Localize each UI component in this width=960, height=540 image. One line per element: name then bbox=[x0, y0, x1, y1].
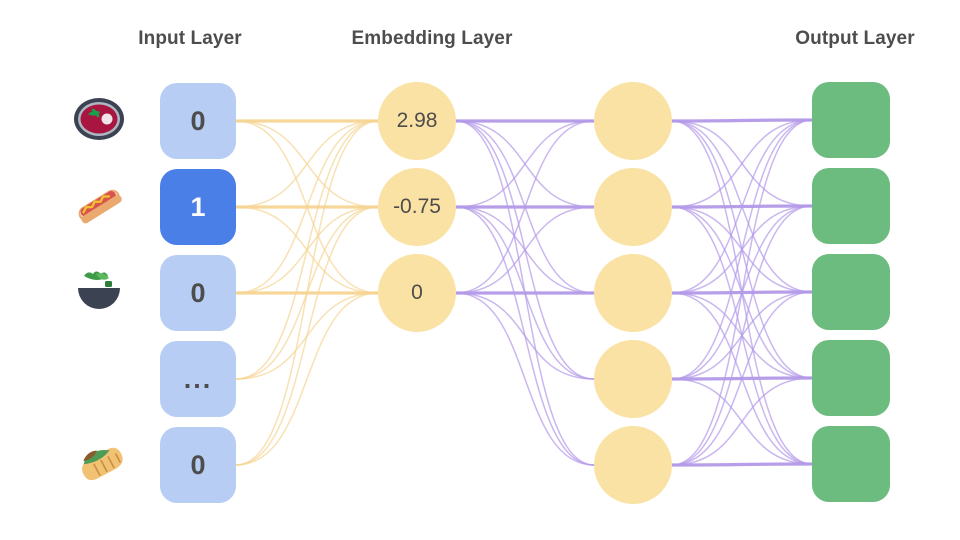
connection-edge bbox=[235, 120, 379, 380]
connection-edge bbox=[671, 119, 813, 466]
hidden-node-4[interactable] bbox=[594, 426, 672, 504]
connection-edge bbox=[455, 120, 595, 208]
connection-edge bbox=[455, 292, 595, 466]
layer-label-output: Output Layer bbox=[795, 28, 915, 49]
connection-edge bbox=[455, 206, 595, 294]
output-node-0[interactable] bbox=[812, 82, 890, 158]
layer-label-embedding: Embedding Layer bbox=[351, 28, 513, 49]
connection-edge bbox=[671, 118, 813, 123]
connection-edge bbox=[671, 462, 813, 467]
hidden-node-1[interactable] bbox=[594, 168, 672, 246]
connection-edge bbox=[671, 206, 813, 293]
connection-edge bbox=[671, 376, 813, 381]
connection-edge bbox=[671, 120, 813, 379]
connection-edge bbox=[235, 120, 379, 294]
input-node-2[interactable]: 0 bbox=[160, 255, 236, 331]
connection-edge bbox=[455, 120, 595, 466]
input-node-1[interactable]: 1 bbox=[160, 169, 236, 245]
connection-edge bbox=[671, 377, 813, 466]
connection-edge bbox=[455, 120, 595, 380]
connection-edge bbox=[671, 290, 813, 295]
salad-bowl-icon bbox=[72, 264, 126, 318]
output-node-4[interactable] bbox=[812, 426, 890, 502]
connection-edge bbox=[235, 206, 379, 380]
connection-edge bbox=[671, 291, 813, 380]
connection-edge bbox=[235, 120, 379, 466]
connection-edge bbox=[235, 120, 379, 208]
connection-edge bbox=[671, 119, 813, 294]
input-node-3[interactable]: ... bbox=[160, 341, 236, 417]
connection-edge bbox=[671, 206, 813, 379]
connection-edge bbox=[671, 205, 813, 380]
input-node-0[interactable]: 0 bbox=[160, 83, 236, 159]
connection-edge bbox=[671, 204, 813, 209]
connection-edge bbox=[671, 292, 813, 465]
connection-edge bbox=[671, 119, 813, 380]
burrito-icon bbox=[72, 436, 126, 490]
connection-edge bbox=[455, 120, 595, 294]
hidden-node-2[interactable] bbox=[594, 254, 672, 332]
connection-edge bbox=[235, 206, 379, 466]
connection-edge bbox=[235, 292, 379, 380]
embedding-node-2[interactable]: 0 bbox=[378, 254, 456, 332]
connection-edge bbox=[235, 292, 379, 466]
connection-edge bbox=[671, 205, 813, 466]
connection-edge bbox=[671, 120, 813, 293]
connection-edge bbox=[671, 206, 813, 465]
connection-edge bbox=[671, 292, 813, 379]
layer-label-input: Input Layer bbox=[138, 28, 242, 49]
connection-edge bbox=[671, 120, 813, 207]
output-node-1[interactable] bbox=[812, 168, 890, 244]
connection-edge bbox=[235, 206, 379, 294]
connection-edge bbox=[455, 120, 595, 208]
embedding-node-0[interactable]: 2.98 bbox=[378, 82, 456, 160]
connection-edge bbox=[455, 206, 595, 294]
connection-edge bbox=[671, 291, 813, 466]
output-node-2[interactable] bbox=[812, 254, 890, 330]
connection-edge bbox=[671, 119, 813, 208]
connection-edge bbox=[671, 120, 813, 465]
connection-edge bbox=[455, 120, 595, 294]
connection-edge bbox=[235, 120, 379, 294]
connection-edge bbox=[455, 206, 595, 466]
hidden-node-0[interactable] bbox=[594, 82, 672, 160]
embedding-node-1[interactable]: -0.75 bbox=[378, 168, 456, 246]
output-node-3[interactable] bbox=[812, 340, 890, 416]
connection-edge bbox=[235, 206, 379, 294]
input-node-4[interactable]: 0 bbox=[160, 427, 236, 503]
hot-dog-icon bbox=[72, 178, 126, 232]
connection-edge bbox=[235, 120, 379, 208]
connection-edge bbox=[671, 378, 813, 465]
soup-bowl-icon bbox=[72, 92, 126, 146]
connection-edge bbox=[455, 292, 595, 380]
connection-edge bbox=[671, 205, 813, 294]
hidden-node-3[interactable] bbox=[594, 340, 672, 418]
connection-edge bbox=[455, 206, 595, 380]
